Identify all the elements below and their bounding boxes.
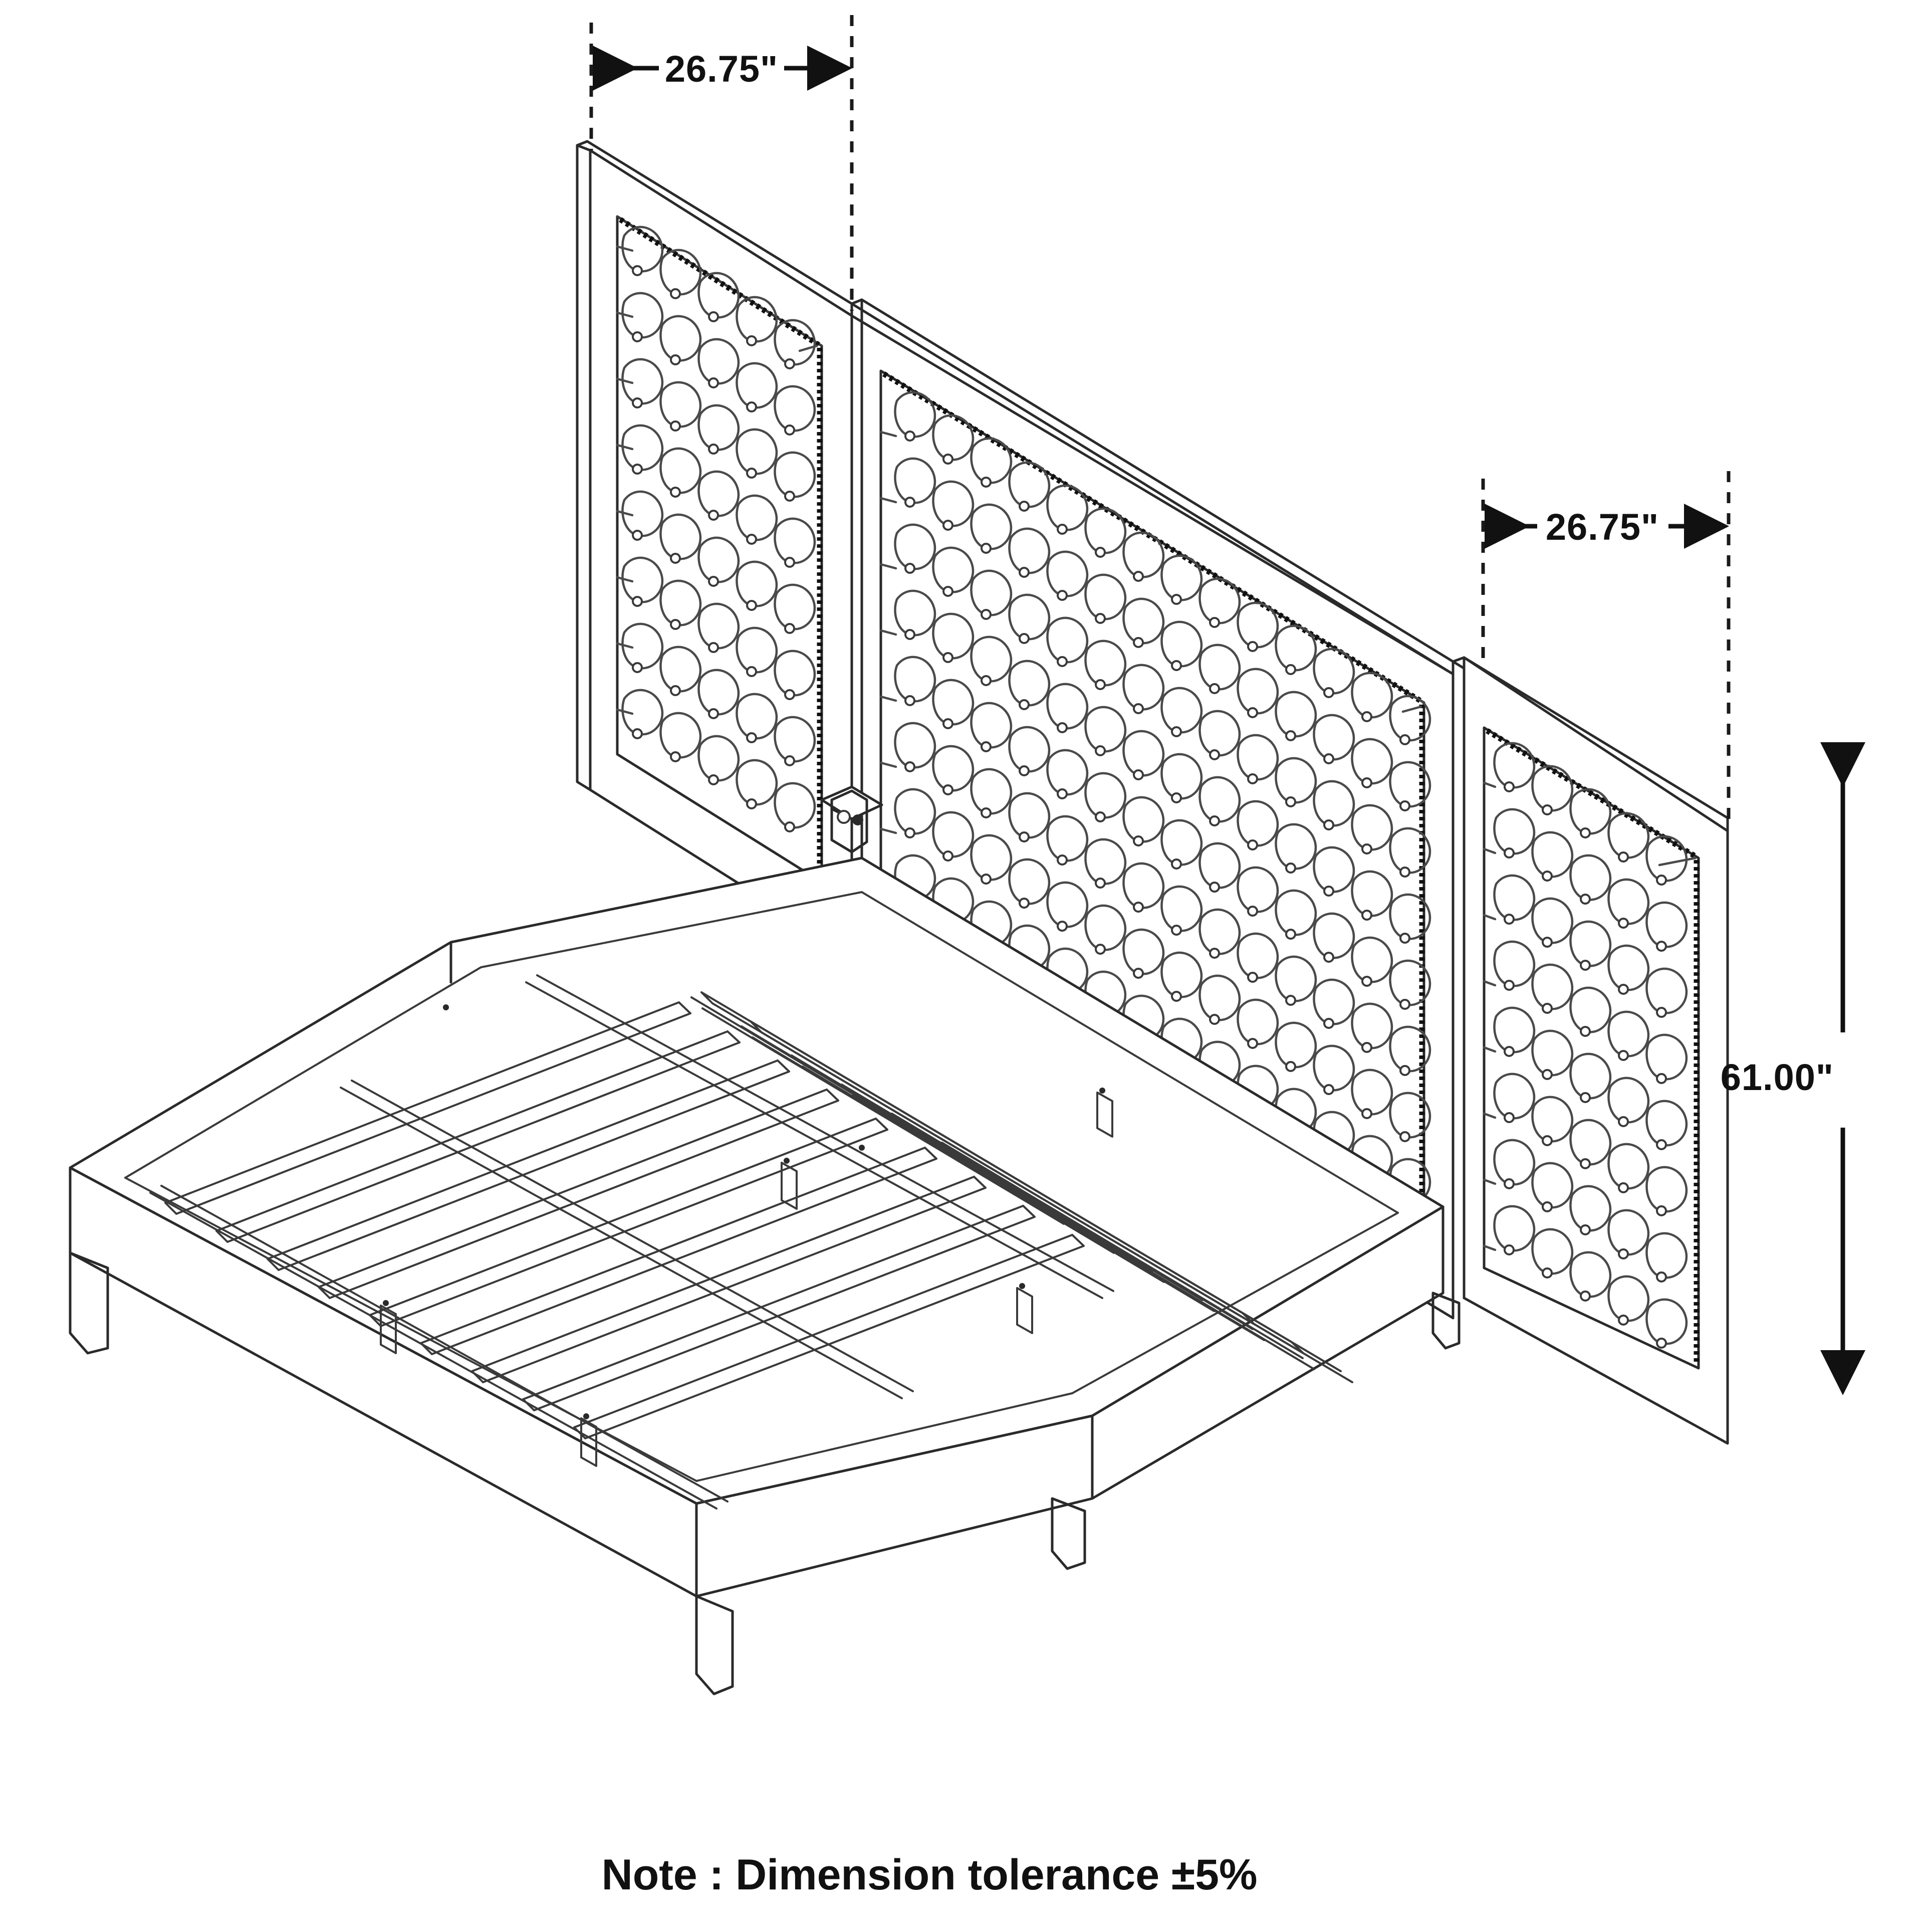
dimension-label-left: 26.75" <box>665 48 778 90</box>
dimension-label-height: 61.00" <box>1721 1056 1834 1098</box>
tuft-buttons <box>1504 781 1667 1349</box>
support-slats-right <box>690 996 1315 1370</box>
tolerance-note: Note : Dimension tolerance ±5% <box>602 1851 1258 1899</box>
support-slats <box>164 991 1353 1439</box>
left-wall-panel <box>576 140 853 956</box>
right-wall-panel <box>1452 656 1729 1445</box>
dimension-headboard-height: 61.00" <box>1721 742 1865 1395</box>
center-brace <box>380 1092 1113 1467</box>
tuft-buttons <box>632 265 795 832</box>
center-support-rail <box>149 974 1114 1510</box>
dimension-right-panel-width: 26.75" <box>1481 471 1731 827</box>
bed-frame <box>69 785 1461 1695</box>
fastener-marks <box>383 1004 1105 1419</box>
tufting-pattern <box>879 391 1431 1205</box>
tufting-pattern <box>616 226 818 832</box>
dimension-label-right: 26.75" <box>1546 506 1659 548</box>
center-headboard-panel <box>850 298 1455 1320</box>
bed-legs <box>69 1251 1461 1695</box>
tufting-pattern <box>1483 742 1697 1345</box>
headboard-bracket <box>830 789 868 853</box>
dimension-left-panel-width: 26.75" <box>589 15 854 311</box>
